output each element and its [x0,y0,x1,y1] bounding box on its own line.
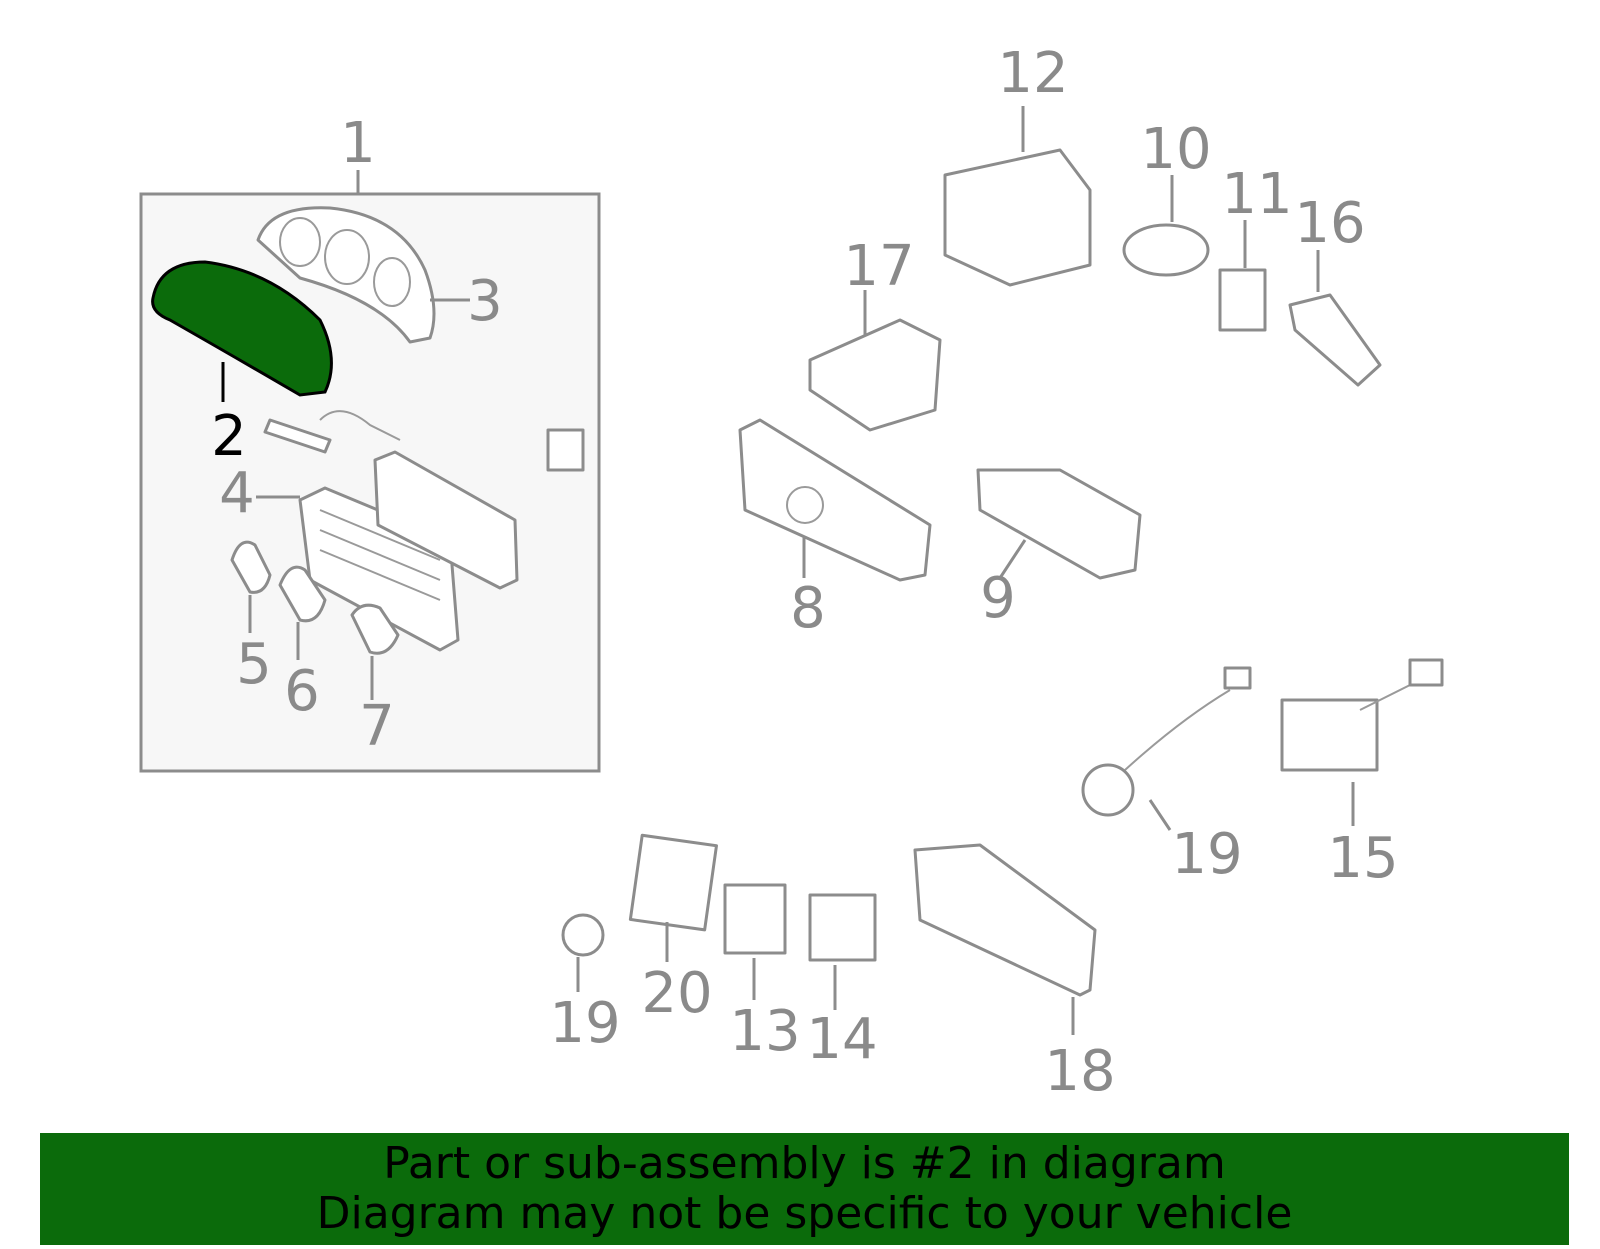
part-20-bezel [628,833,718,932]
part-5-gauge [230,540,272,594]
callout-18: 18 [1044,1039,1115,1104]
callout-1: 1 [340,111,376,176]
part-15-switch-with-harness [1280,658,1444,772]
callout-8: 8 [790,576,826,641]
callout-13: 13 [729,999,800,1064]
callout-15: 15 [1327,826,1398,891]
callout-12: 12 [997,41,1068,106]
callout-16: 16 [1294,191,1365,256]
part-6-gauge [278,565,327,623]
lens-strip [263,418,332,454]
callout-7: 7 [359,694,395,759]
callout-6: 6 [284,659,320,724]
part-7-gauge [350,603,400,655]
part-2-lens-highlighted[interactable] [151,260,333,397]
part-13-switch [723,883,787,955]
info-banner: Part or sub-assembly is #2 in diagram Di… [40,1133,1569,1245]
part-17-control-unit [808,318,942,432]
callout-11: 11 [1221,162,1292,227]
part-3-cluster-housing [256,206,436,344]
callout-17: 17 [843,234,914,299]
part-14-switch [808,893,877,962]
bracket [546,428,585,472]
callout-14: 14 [806,1007,877,1072]
banner-line-2: Diagram may not be specific to your vehi… [316,1188,1293,1239]
leader-arrows [221,106,1355,1035]
banner-line-1: Part or sub-assembly is #2 in diagram [383,1138,1226,1189]
callout-19-left: 19 [549,991,620,1056]
callout-19-right: 19 [1171,822,1242,887]
part-8-knob [786,486,824,524]
part-11-switch [1218,268,1267,332]
callout-3: 3 [467,269,503,334]
part-12-switch-module [943,148,1092,287]
part-9-bezel [976,468,1142,580]
part-8-climate-control [738,418,932,582]
part-19-switch-with-harness [1081,666,1252,817]
wiring-harness [319,410,401,441]
callout-2: 2 [211,404,247,469]
callout-10: 10 [1140,117,1211,182]
callout-20: 20 [641,961,712,1026]
part-10-cap [1122,223,1210,277]
callout-9: 9 [980,566,1016,631]
callout-5: 5 [236,632,272,697]
rear-board [373,450,519,590]
part-19-socket [561,913,605,957]
callout-4: 4 [219,461,255,526]
part-18-switch-panel [913,843,1097,997]
part-16-switch [1288,293,1382,387]
